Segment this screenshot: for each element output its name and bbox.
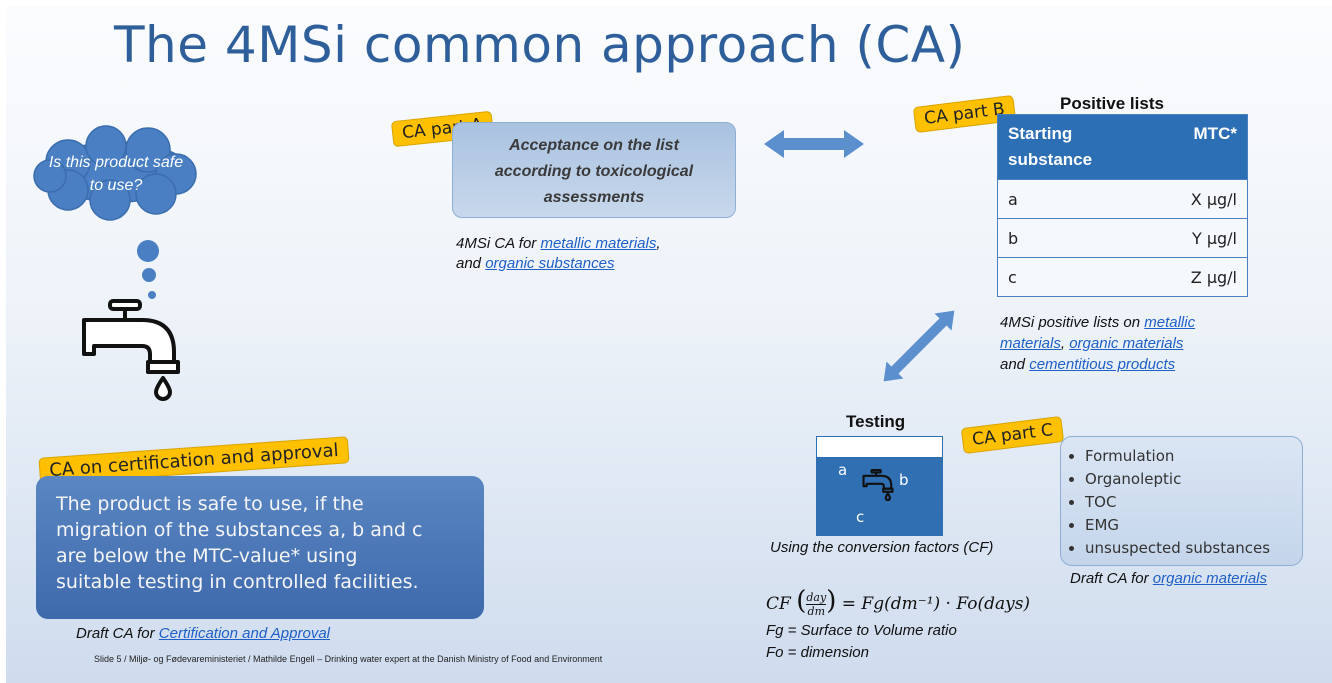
conversion-factor-note: Using the conversion factors (CF) (770, 539, 994, 556)
list-item: TOC (1085, 491, 1302, 514)
link-certification-approval[interactable]: Certification and Approval (158, 625, 331, 642)
small-faucet-icon (862, 469, 894, 501)
testing-label-a: a (838, 461, 848, 479)
link-materials[interactable]: materials (1000, 335, 1061, 352)
slide: The 4MSi common approach (CA) Is this pr… (6, 6, 1332, 683)
link-organic-substances[interactable]: organic substances (485, 255, 615, 272)
testing-label-b: b (899, 471, 909, 489)
part-a-note: 4MSi CA for metallic materials, and orga… (456, 235, 661, 272)
part-a-line-2: according to toxicological (494, 163, 694, 180)
positive-list-table: Starting substance MTC* a X µg/l b Y µg/… (997, 114, 1248, 297)
test-criteria-box: Formulation Organoleptic TOC EMG unsuspe… (1060, 436, 1303, 566)
col-starting-substance: Starting substance (997, 114, 1168, 180)
list-item: EMG (1085, 514, 1302, 537)
testing-illustration: a b c (816, 436, 943, 536)
slide-footer: Slide 5 / Miljø- og Fødevareministeriet … (94, 654, 603, 664)
part-b-note: 4MSi positive lists on metallic material… (1000, 314, 1196, 373)
faucet-icon (82, 299, 180, 401)
certification-box: The product is safe to use, if the migra… (36, 476, 484, 619)
certification-note: Draft CA for Certification and Approval (76, 625, 331, 642)
table-row: a X µg/l (997, 179, 1248, 219)
table-row: c Z µg/l (997, 257, 1248, 297)
part-a-line-1: Acceptance on the list (509, 137, 679, 154)
list-item: unsuspected substances (1085, 537, 1302, 560)
link-cementitious-products[interactable]: cementitious products (1029, 356, 1176, 373)
link-organic-materials-b[interactable]: organic materials (1069, 335, 1184, 352)
cf-formula: CF ( day dm ) = Fg(dm⁻¹) · Fo(days) (766, 586, 1031, 618)
formula-legend: Fg = Surface to Volume ratio Fo = dimens… (766, 622, 957, 661)
table-row: b Y µg/l (997, 218, 1248, 258)
link-organic-materials-c[interactable]: organic materials (1152, 570, 1268, 587)
thought-cloud-icon (33, 125, 197, 299)
testing-label: Testing (846, 412, 906, 431)
part-a-line-3: assessments (543, 189, 645, 206)
double-arrow-diagonal-icon (883, 310, 955, 382)
part-a-box: Acceptance on the list according to toxi… (452, 122, 736, 218)
cloud-question: Is this product safe to use? (48, 154, 184, 194)
double-arrow-horizontal-icon (764, 130, 864, 158)
list-item: Organoleptic (1085, 468, 1302, 491)
list-item: Formulation (1085, 445, 1302, 468)
col-mtc: MTC* (1168, 114, 1248, 180)
slide-title: The 4MSi common approach (CA) (114, 16, 966, 74)
link-metallic[interactable]: metallic (1144, 314, 1196, 331)
ca-part-c-tag: CA part C (960, 415, 1065, 455)
testing-label-c: c (856, 508, 865, 526)
part-c-note: Draft CA for organic materials (1070, 570, 1268, 587)
positive-lists-heading: Positive lists (1060, 94, 1164, 113)
link-metallic-materials[interactable]: metallic materials (540, 235, 657, 252)
